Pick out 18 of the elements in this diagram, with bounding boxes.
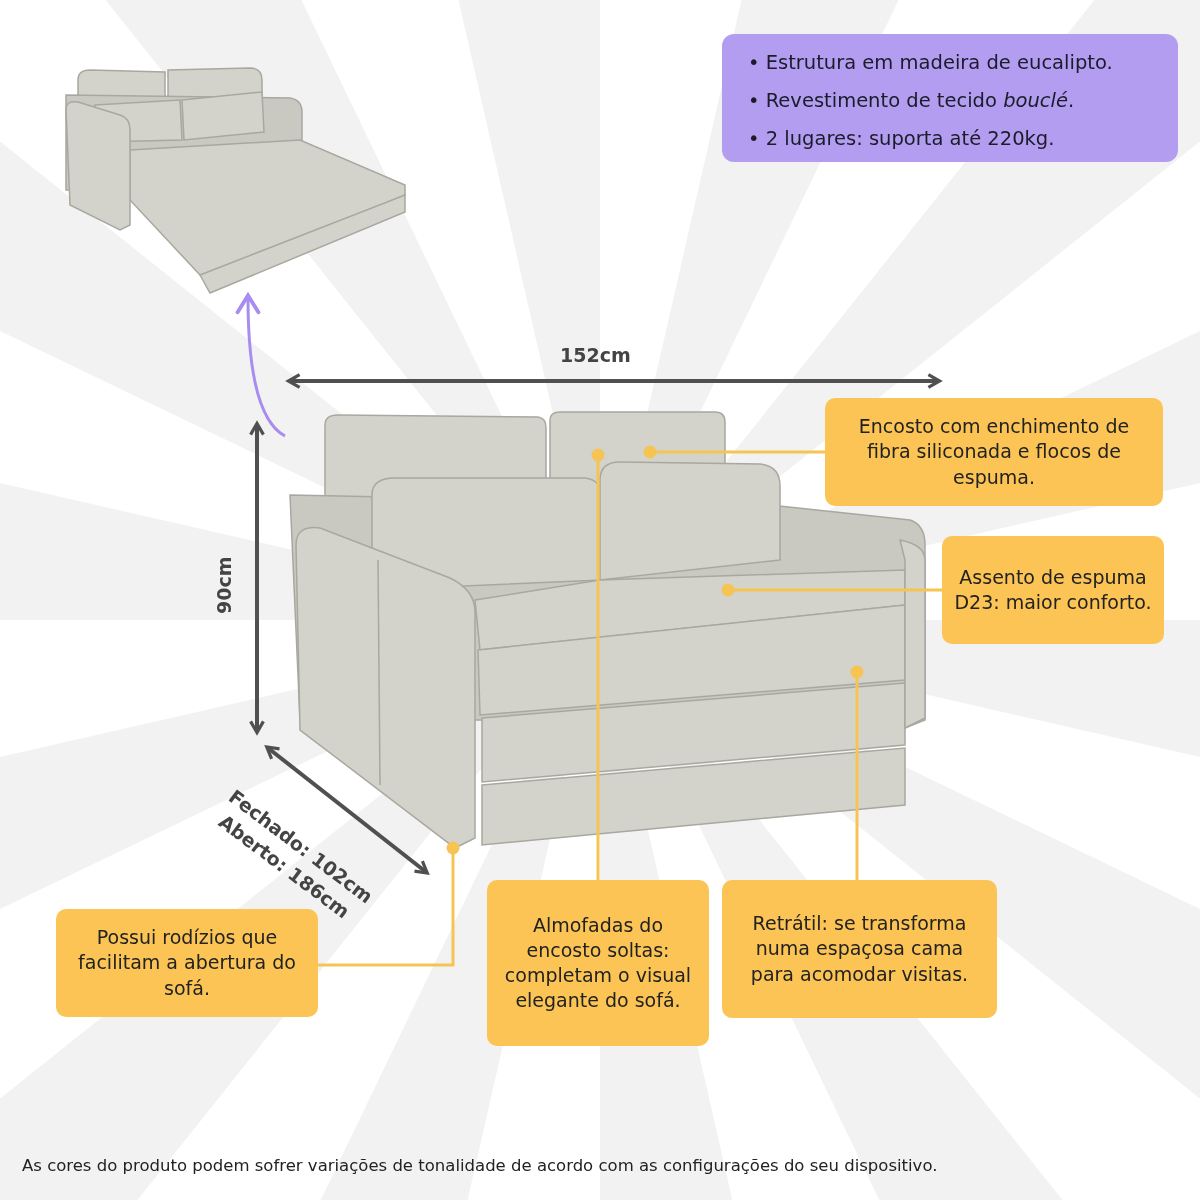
feature-item: • 2 lugares: suporta até 220kg.	[748, 126, 1056, 153]
leader-line	[721, 583, 942, 597]
callout-box: Encosto com enchimento de fibra siliconada e flocos de espuma.	[825, 398, 1163, 506]
arrow	[235, 293, 286, 438]
callout-box: Retrátil: se transforma numa espaçosa cama para acomodar visitas.	[722, 880, 997, 1018]
disclaimer-note: As cores do produto podem sofrer variações de tonalidade de acordo com as configurações do seu dispositivo.	[22, 1156, 938, 1175]
callout-box: Assento de espuma D23: maior conforto.	[942, 536, 1164, 644]
callout-box: Possui rodízios que facilitam a abertura do sofá.	[56, 909, 318, 1017]
leader-line	[591, 448, 605, 880]
leader-line	[643, 445, 825, 459]
dimension-label: 152cm	[560, 344, 631, 366]
info-panel	[722, 34, 1178, 162]
callout-box: Almofadas do encosto soltas: completam o visual elegante do sofá.	[487, 880, 709, 1046]
leader-line	[318, 841, 460, 967]
feature-item: • Revestimento de tecido bouclé.	[748, 88, 1076, 114]
feature-item: • Estrutura em madeira de eucalipto.	[748, 50, 1114, 76]
leader-line	[850, 665, 864, 880]
dimension-label: 90cm	[213, 556, 235, 614]
